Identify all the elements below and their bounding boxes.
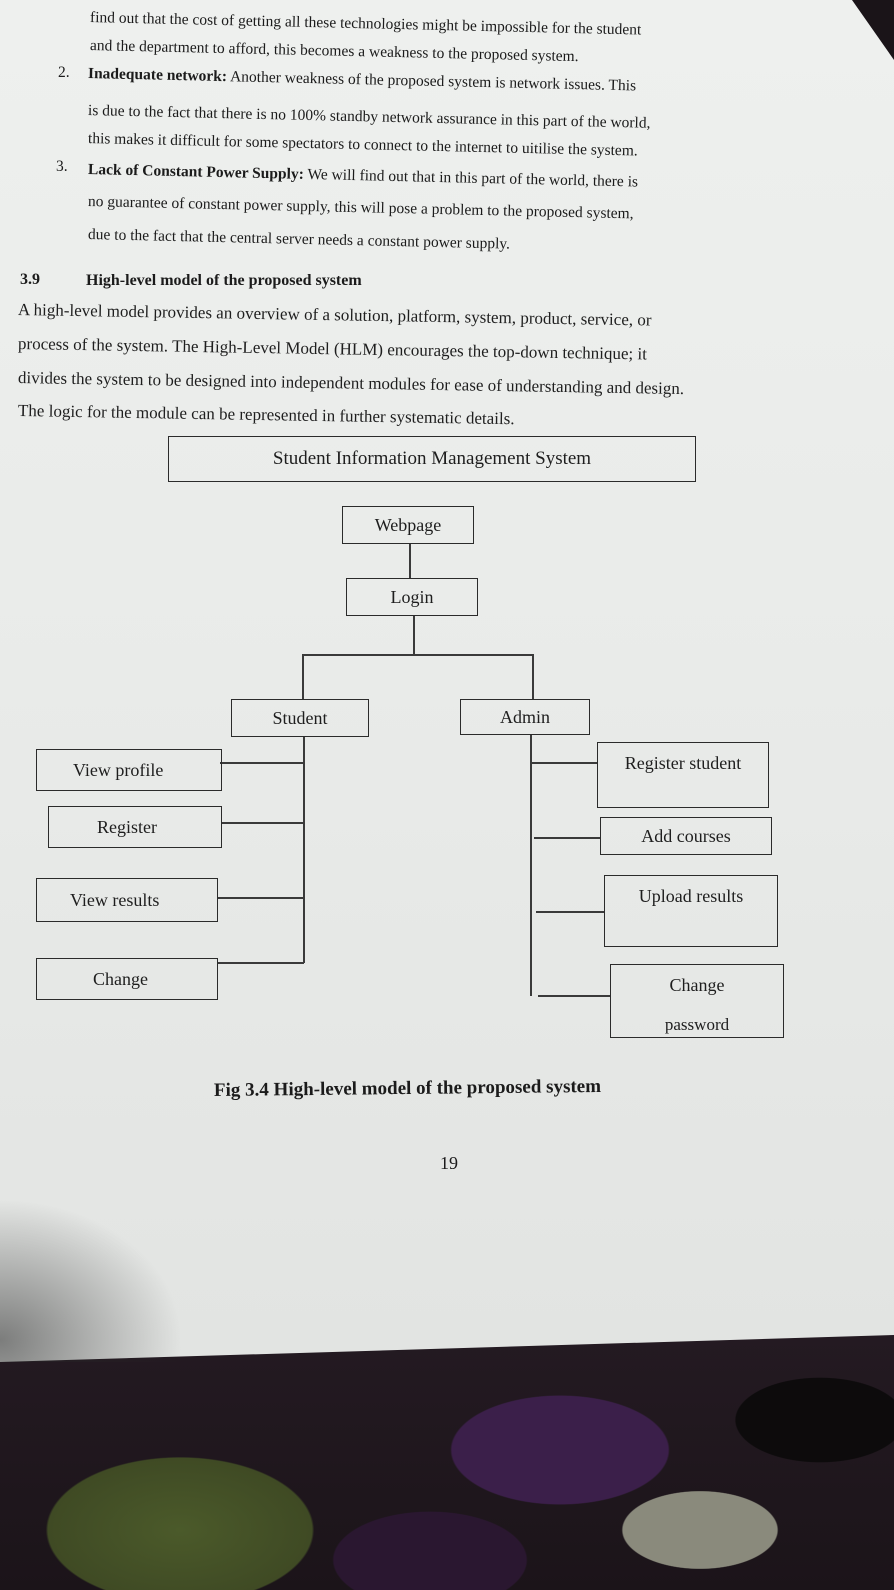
list-item-2-number: 2. bbox=[58, 64, 70, 81]
paragraph-line-4: The logic for the module can be represen… bbox=[17, 401, 515, 429]
page-number: 19 bbox=[440, 1153, 458, 1173]
connector-branch-admin bbox=[532, 654, 534, 699]
list-item-2-line-1: Inadequate network: Another weakness of … bbox=[88, 64, 637, 96]
section-number: 3.9 bbox=[20, 271, 40, 288]
diagram-add-courses-label: Add courses bbox=[641, 825, 731, 846]
list-item-3-line-3: due to the fact that the central server … bbox=[87, 226, 511, 253]
connector-webpage-login bbox=[409, 544, 411, 578]
section-title: High-level model of the proposed system bbox=[86, 272, 362, 289]
list-item-3-title: Lack of Constant Power Supply: bbox=[87, 161, 305, 183]
diagram-student-box: Student bbox=[231, 699, 369, 737]
list-item-2-line-3: this makes it difficult for some spectat… bbox=[87, 130, 638, 160]
background-fabric bbox=[0, 1330, 894, 1590]
diagram-admin-box: Admin bbox=[460, 699, 590, 735]
diagram-upload-results-box: Upload results bbox=[604, 875, 778, 947]
connector-upload-results bbox=[536, 911, 605, 913]
connector-change bbox=[218, 962, 304, 964]
diagram-student-label: Student bbox=[272, 707, 328, 728]
connector-add-courses bbox=[534, 837, 601, 839]
list-item-2-text: Another weakness of the proposed system … bbox=[226, 68, 637, 95]
connector-change-password bbox=[538, 995, 610, 997]
list-item-3-number: 3. bbox=[56, 158, 68, 175]
connector-login-branch bbox=[302, 654, 534, 656]
diagram-webpage-label: Webpage bbox=[374, 514, 442, 535]
diagram-view-results-box: View results bbox=[36, 878, 218, 922]
diagram-upload-results-label: Upload results bbox=[638, 886, 744, 906]
diagram-register-box: Register bbox=[48, 806, 222, 848]
figure-caption: Fig 3.4 High-level model of the proposed… bbox=[213, 1075, 602, 1101]
diagram-login-box: Login bbox=[346, 578, 478, 616]
diagram-login-label: Login bbox=[390, 586, 434, 607]
list-continuation-line-1: find out that the cost of getting all th… bbox=[89, 9, 642, 39]
connector-register bbox=[222, 822, 304, 824]
list-item-3-text: We will find out that in this part of th… bbox=[303, 165, 639, 191]
diagram-admin-label: Admin bbox=[499, 706, 550, 727]
connector-login-down bbox=[413, 616, 415, 654]
connector-branch-student bbox=[302, 654, 304, 699]
diagram-add-courses-box: Add courses bbox=[600, 817, 772, 855]
list-item-3-line-2: no guarantee of constant power supply, t… bbox=[87, 193, 634, 223]
paragraph-line-2: process of the system. The High-Level Mo… bbox=[17, 334, 648, 364]
list-item-3-line-1: Lack of Constant Power Supply: We will f… bbox=[88, 160, 638, 192]
diagram-change-password-line-2: password bbox=[664, 1015, 730, 1034]
connector-register-student bbox=[531, 762, 598, 764]
diagram-change-password-box: Change password bbox=[610, 964, 784, 1038]
list-continuation-line-2: and the department to afford, this becom… bbox=[89, 37, 579, 66]
diagram-change-label: Change bbox=[93, 968, 148, 989]
list-item-2-line-2: is due to the fact that there is no 100%… bbox=[87, 102, 651, 132]
connector-view-results bbox=[218, 897, 304, 899]
paragraph-line-3: divides the system to be designed into i… bbox=[17, 368, 685, 399]
diagram-change-box: Change bbox=[36, 958, 218, 1000]
diagram-register-student-box: Register student bbox=[597, 742, 769, 808]
page-shadow bbox=[0, 1100, 300, 1362]
diagram-register-student-label: Register student bbox=[624, 753, 742, 773]
connector-student-trunk bbox=[303, 737, 305, 963]
diagram-view-profile-label: View profile bbox=[73, 759, 164, 780]
diagram-register-label: Register bbox=[97, 816, 157, 837]
connector-admin-trunk bbox=[530, 735, 532, 996]
diagram-webpage-box: Webpage bbox=[342, 506, 474, 544]
diagram-view-profile-box: View profile bbox=[36, 749, 222, 791]
diagram-change-password-line-1: Change bbox=[669, 975, 725, 995]
paragraph-line-1: A high-level model provides an overview … bbox=[17, 300, 652, 330]
diagram-system-title-box: Student Information Management System bbox=[168, 436, 696, 482]
connector-view-profile bbox=[220, 762, 304, 764]
diagram-view-results-label: View results bbox=[70, 889, 160, 910]
diagram-system-title: Student Information Management System bbox=[272, 448, 592, 469]
list-item-2-title: Inadequate network: bbox=[87, 65, 228, 86]
